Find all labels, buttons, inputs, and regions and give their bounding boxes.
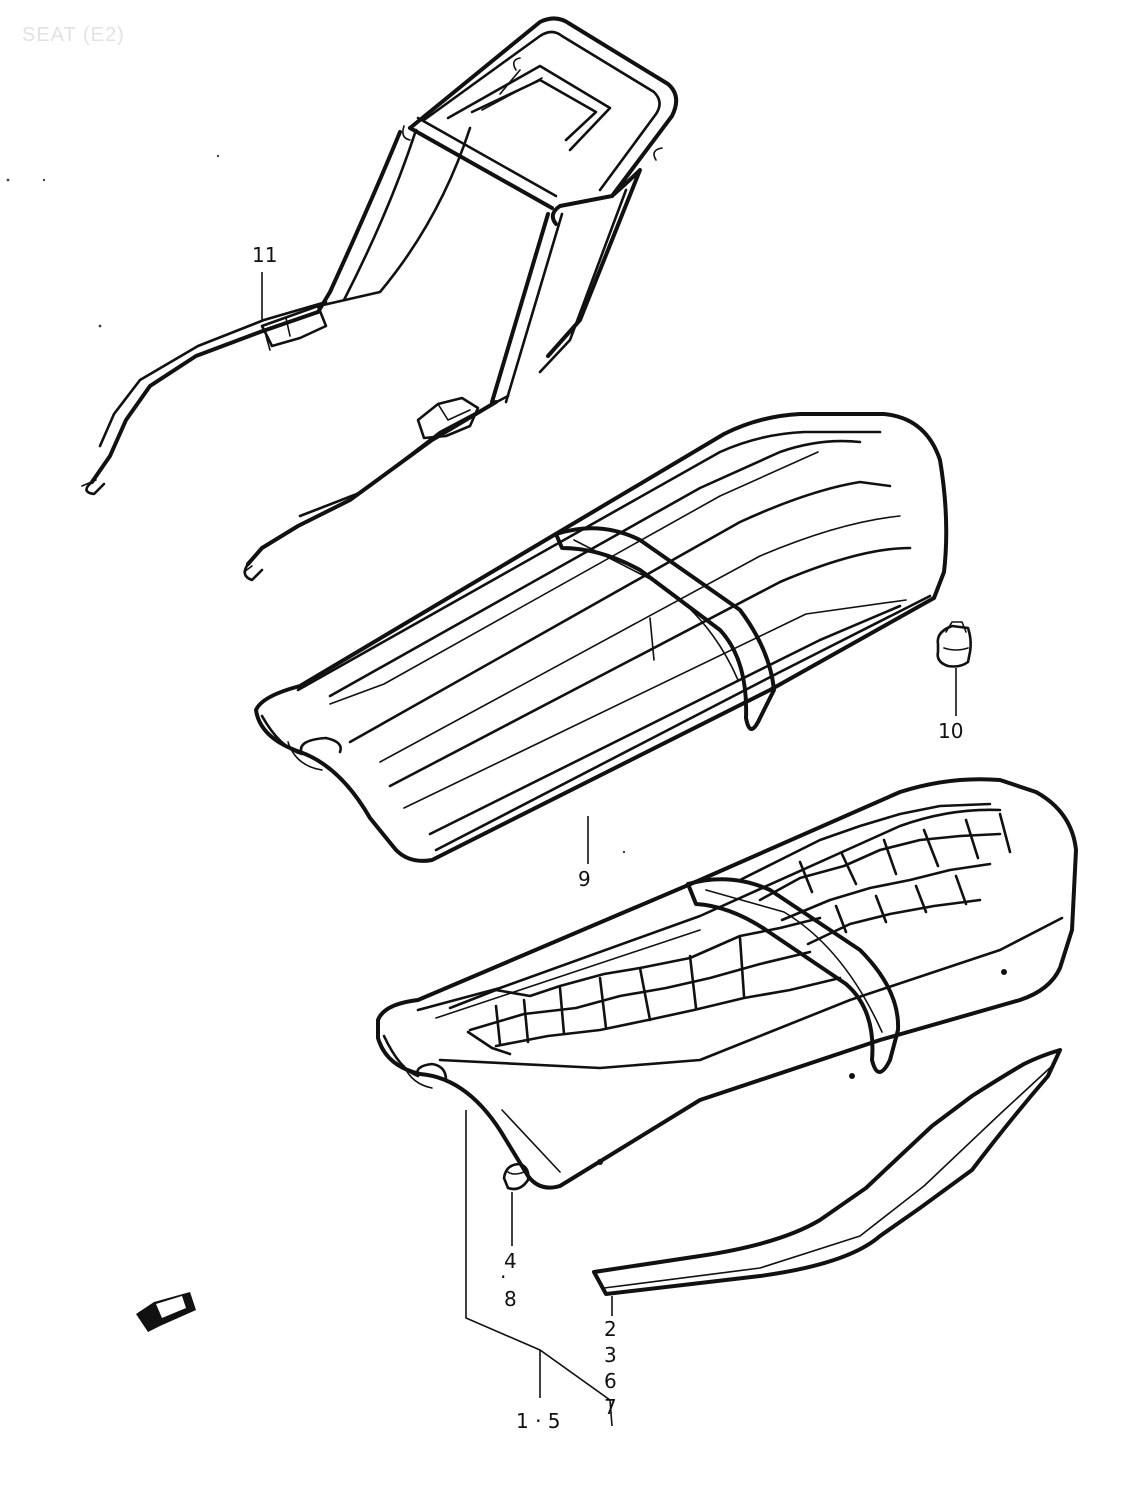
callout-1-5: 1 · 5 bbox=[465, 1110, 613, 1433]
callout-label-rack: 11 bbox=[252, 243, 277, 267]
callout-label-trim-0: 2 bbox=[604, 1317, 617, 1341]
callout-label-trim-1: 3 bbox=[604, 1343, 617, 1367]
grommet bbox=[502, 1162, 530, 1191]
callout-10: 10 bbox=[938, 668, 963, 743]
page-title: SEAT (E2) bbox=[22, 24, 125, 46]
rubber-cap bbox=[936, 621, 972, 668]
seat-cover bbox=[254, 412, 949, 863]
seat-assembly bbox=[376, 777, 1078, 1190]
callout-11: 11 bbox=[252, 243, 277, 320]
callout-label-cap: 10 bbox=[938, 719, 963, 743]
callout-label-4: 4 bbox=[504, 1249, 517, 1273]
callout-label-trim-2: 6 bbox=[604, 1369, 617, 1393]
callout-label-8: 8 bbox=[504, 1287, 517, 1311]
callout-4-8: 4 · 8 bbox=[500, 1192, 517, 1311]
callout-9: 9 bbox=[578, 816, 591, 891]
scan-specks bbox=[6, 154, 626, 854]
rack-frame bbox=[81, 16, 679, 582]
front-direction-arrow-icon bbox=[136, 1292, 196, 1332]
callout-label-seat-cover: 9 bbox=[578, 867, 591, 891]
callout-trim: 2 3 6 7 bbox=[604, 1296, 617, 1419]
svg-text:·: · bbox=[500, 1265, 506, 1289]
callout-label-seat-assy: 1 · 5 bbox=[516, 1409, 561, 1433]
trim-strip bbox=[592, 1048, 1062, 1296]
